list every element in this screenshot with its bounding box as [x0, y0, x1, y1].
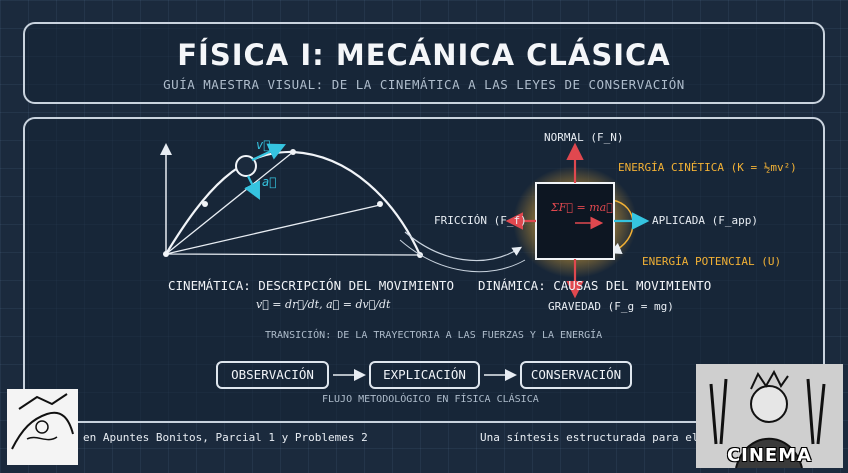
manga-sketch-image	[11, 393, 74, 450]
trajectory-point	[377, 201, 383, 207]
particle	[235, 155, 257, 177]
transition-arrow	[404, 231, 523, 262]
velocity-label: v⃗	[256, 138, 271, 152]
footer-right-text: Una síntesis estructurada para el est	[480, 431, 726, 444]
velocity-vector	[251, 143, 286, 161]
dynamics-heading: DINÁMICA: CAUSAS DEL MOVIMIENTO	[478, 278, 712, 293]
potential-energy-label: ENERGÍA POTENCIAL (U)	[642, 255, 782, 268]
acceleration-vector	[244, 175, 260, 200]
trajectory-point	[202, 201, 208, 207]
trajectory-point	[163, 251, 169, 257]
secant-line-2	[165, 204, 381, 255]
header-panel: FÍSICA I: MECÁNICA CLÁSICA GUÍA MAESTRA …	[23, 22, 825, 104]
applied-force-label: APLICADA (F_app)	[652, 214, 758, 227]
manga-thumbnail-left	[7, 389, 78, 465]
secant-line	[165, 151, 421, 256]
transition-arrow	[399, 239, 526, 273]
kinetic-energy-label: ENERGÍA CINÉTICA (K = ½mv²)	[618, 161, 797, 174]
cinema-label: CINEMA	[726, 445, 813, 466]
footer-left-text: en Apuntes Bonitos, Parcial 1 y Probleme…	[83, 431, 368, 444]
page-title: FÍSICA I: MECÁNICA CLÁSICA	[177, 38, 671, 72]
normal-force-label: NORMAL (F_N)	[544, 131, 624, 144]
acceleration-label: a⃗	[262, 175, 277, 189]
main-diagram-panel	[23, 117, 825, 423]
flow-caption: FLUJO METODOLÓGICO EN FÍSICA CLÁSICA	[322, 394, 539, 405]
newton-second-law: ΣF⃗ = ma⃗	[551, 201, 613, 214]
kinematics-formula: v⃗ = dr⃗/dt, a⃗ = dv⃗/dt	[256, 298, 391, 311]
manga-character-image	[696, 364, 843, 469]
page-subtitle: GUÍA MAESTRA VISUAL: DE LA CINEMÁTICA A …	[163, 77, 685, 92]
friction-force-label: FRICCIÓN (F_f)	[434, 214, 527, 227]
free-body-block	[535, 182, 615, 260]
trajectory-point	[290, 149, 296, 155]
gravity-force-label: GRAVEDAD (F_g = mg)	[548, 300, 674, 313]
flow-step-observation: OBSERVACIÓN	[216, 361, 329, 389]
flow-step-conservation: CONSERVACIÓN	[520, 361, 632, 389]
transition-caption: TRANSICIÓN: DE LA TRAYECTORIA A LAS FUER…	[265, 330, 603, 341]
cinema-thumbnail: CINEMA	[696, 364, 843, 469]
kinematics-heading: CINEMÁTICA: DESCRIPCIÓN DEL MOVIMIENTO	[168, 278, 454, 293]
flow-step-explanation: EXPLICACIÓN	[369, 361, 480, 389]
